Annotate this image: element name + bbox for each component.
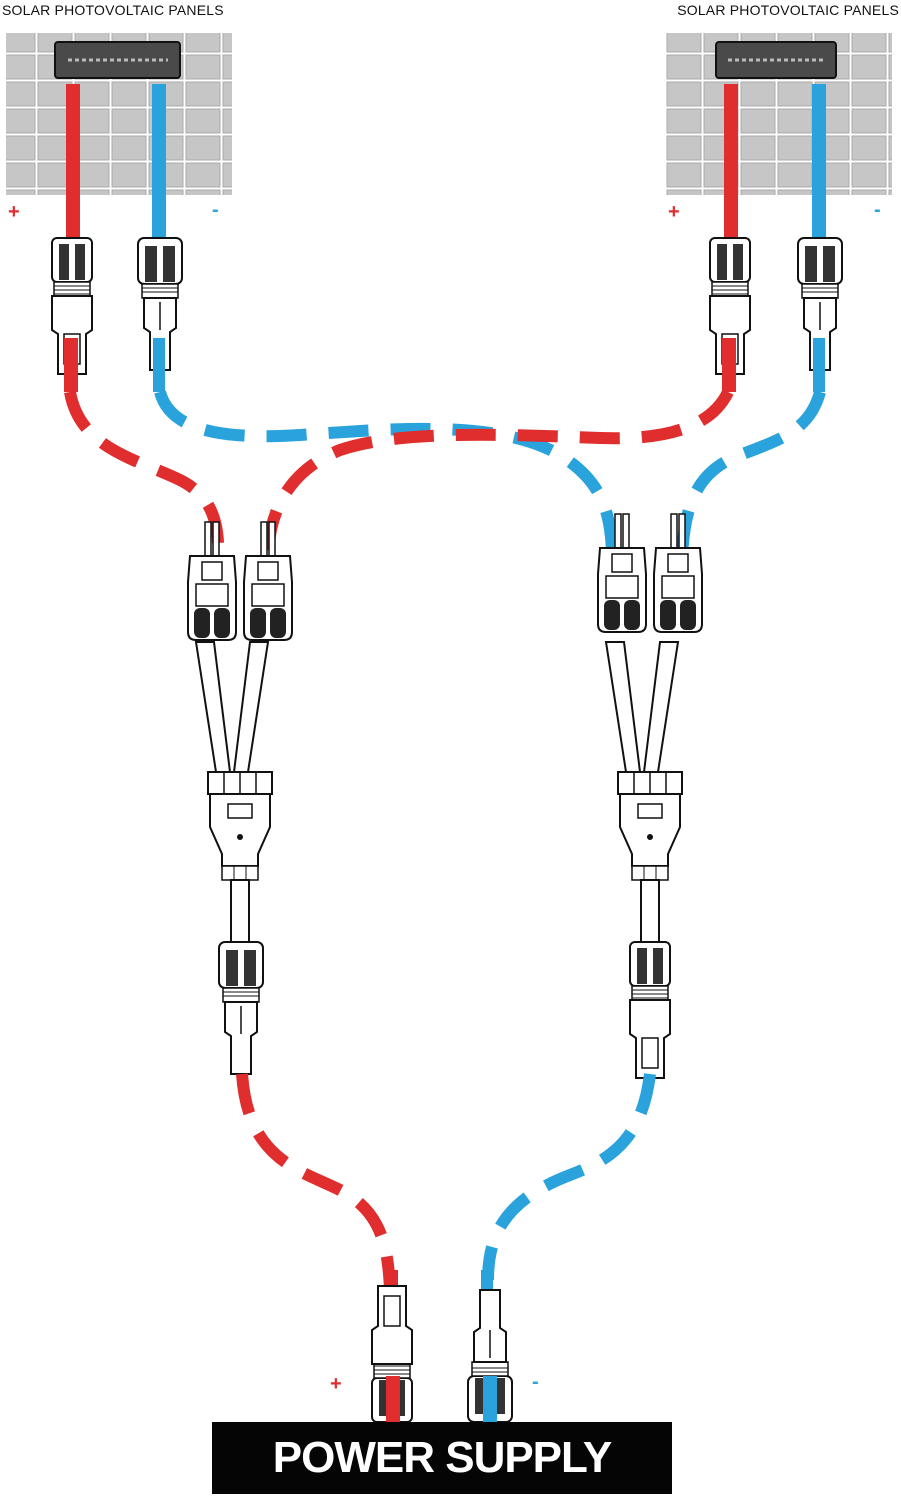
power-negative-lead xyxy=(483,1376,497,1422)
wire-right-negative-to-splitter xyxy=(676,390,826,561)
power-supply-label: POWER SUPPLY xyxy=(272,1433,612,1482)
right-solar-panel xyxy=(666,33,892,195)
wire-positive-to-power-supply xyxy=(236,1073,396,1291)
wire-left-negative-to-splitter xyxy=(154,390,618,561)
wire-negative-to-power-supply xyxy=(482,1073,656,1281)
negative-y-splitter xyxy=(597,513,703,1079)
right-panel-positive-lead xyxy=(724,84,738,244)
negative-y-output-connector xyxy=(629,941,671,1079)
left-panel-label: SOLAR PHOTOVOLTAIC PANELS xyxy=(2,2,224,18)
right-negative-tail xyxy=(813,338,825,392)
left-solar-panel xyxy=(6,33,232,195)
left-panel-positive-lead xyxy=(66,84,80,244)
left-negative-tail xyxy=(153,338,165,392)
right-junction-box xyxy=(715,41,837,79)
power-supply-box: POWER SUPPLY xyxy=(212,1422,672,1494)
right-panel-plus-sign: + xyxy=(668,201,680,223)
left-panel-negative-lead xyxy=(152,84,166,244)
positive-y-splitter xyxy=(187,521,293,1075)
right-panel-label: SOLAR PHOTOVOLTAIC PANELS xyxy=(677,2,899,18)
wire-right-positive-to-splitter xyxy=(262,389,734,561)
power-plus-sign: + xyxy=(330,1373,342,1395)
right-panel-minus-sign: - xyxy=(874,199,881,221)
right-panel-negative-lead xyxy=(812,84,826,244)
left-positive-tail xyxy=(64,338,78,392)
power-minus-sign: - xyxy=(532,1371,539,1393)
right-positive-tail xyxy=(722,338,736,392)
left-panel-plus-sign: + xyxy=(8,201,20,223)
positive-y-output-connector xyxy=(218,941,264,1075)
power-positive-lead xyxy=(386,1376,400,1422)
left-panel-minus-sign: - xyxy=(212,199,219,221)
wire-left-positive-to-splitter xyxy=(64,390,225,561)
